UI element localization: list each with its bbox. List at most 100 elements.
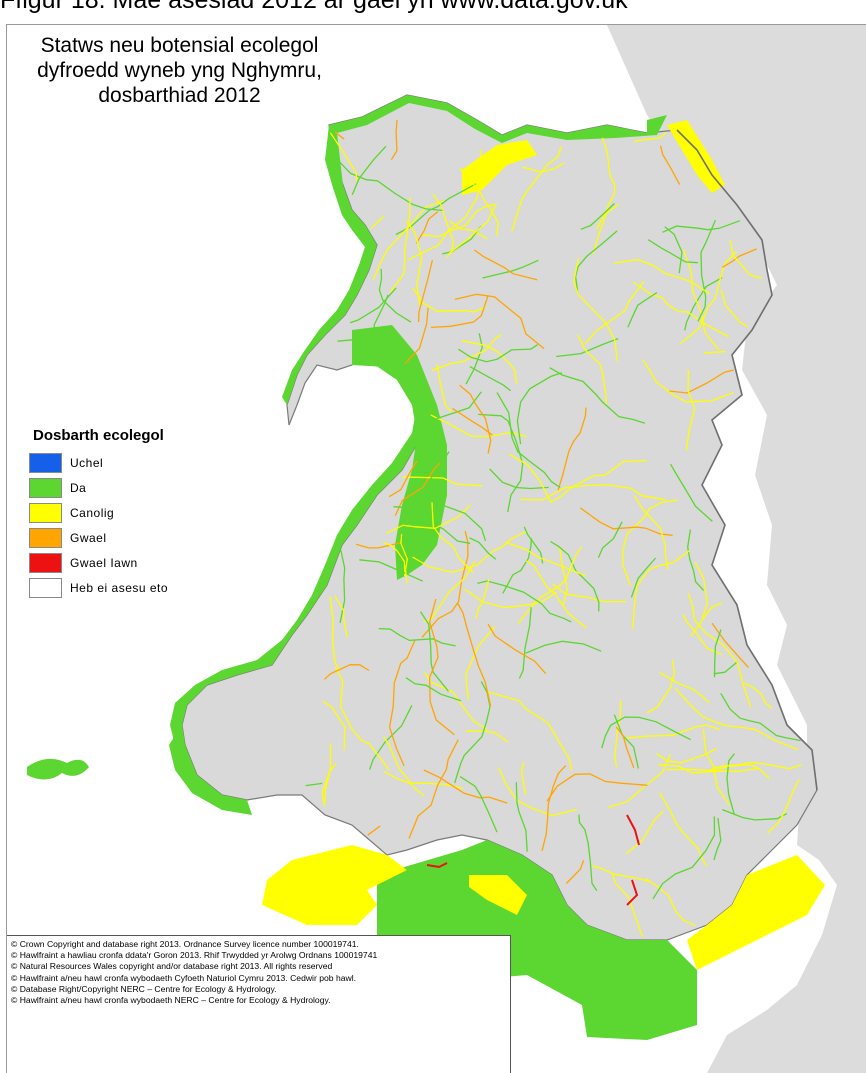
- river-segment: [614, 699, 622, 768]
- river-segment: [632, 550, 690, 629]
- river-segment: [541, 765, 567, 851]
- river-segment: [459, 384, 492, 454]
- river-segment: [642, 359, 734, 403]
- river-segment: [408, 149, 482, 260]
- river-segment: [430, 414, 527, 438]
- river-segment: [329, 132, 358, 182]
- river-segment: [426, 520, 471, 544]
- river-segment: [383, 542, 406, 577]
- river-segment: [682, 249, 720, 351]
- river-segment: [687, 593, 752, 708]
- river-segment: [722, 808, 788, 821]
- legend-swatch-gwael-iawn: [29, 552, 62, 573]
- river-segment: [487, 623, 547, 675]
- wales-land: [181, 94, 818, 941]
- river-segment: [690, 561, 708, 637]
- river-segment: [423, 769, 508, 804]
- river-segment: [334, 131, 345, 140]
- river-segment: [550, 460, 647, 503]
- river-segment: [711, 622, 749, 669]
- river-segment: [496, 392, 561, 489]
- river-segment: [611, 873, 644, 938]
- map-title-line-3: dosbarthiad 2012: [98, 84, 261, 107]
- river-segment: [459, 776, 498, 833]
- river-segment: [713, 661, 739, 675]
- sea-green-south: [377, 840, 697, 1040]
- river-segment: [720, 692, 801, 742]
- river-segment: [584, 281, 645, 345]
- coastal-water-pembroke: [169, 725, 252, 815]
- river-segment: [405, 220, 423, 307]
- river-segment: [461, 340, 518, 384]
- river-segment: [630, 557, 657, 598]
- river-segment: [464, 588, 558, 609]
- river-segment: [367, 825, 381, 836]
- river-segment: [477, 580, 572, 623]
- river-segment: [515, 782, 528, 852]
- river-segment: [682, 613, 722, 656]
- river-segment: [578, 814, 598, 892]
- river-segment: [613, 258, 711, 295]
- river-segment: [720, 289, 749, 328]
- legend-label-da: Da: [70, 480, 87, 495]
- river-segment: [322, 700, 346, 751]
- river-segment: [430, 295, 489, 329]
- river-segment: [324, 664, 370, 680]
- river-segment: [679, 251, 737, 345]
- river-segment: [428, 598, 455, 736]
- river-segment: [419, 611, 450, 692]
- legend-item-da: Da: [29, 475, 229, 500]
- river-segment: [767, 779, 800, 834]
- river-segment: [664, 226, 683, 274]
- river-segment: [436, 363, 452, 412]
- credit-line: © Hawlfraint a/neu hawl cronfa wybodaeth…: [11, 995, 331, 1006]
- legend-swatch-uchel: [29, 452, 62, 473]
- river-segment: [407, 451, 450, 519]
- river-segment: [669, 369, 734, 394]
- river-segment: [393, 504, 487, 541]
- yellow-water-dee: [667, 120, 725, 193]
- river-segment: [442, 226, 482, 255]
- legend-swatch-gwael: [29, 527, 62, 548]
- river-segment: [458, 344, 538, 363]
- legend-label-gwael: Gwael: [70, 530, 107, 545]
- river-segment: [511, 146, 563, 232]
- river-segment: [591, 865, 650, 883]
- map-title: Statws neu botensial ecolegol dyfroedd w…: [7, 33, 352, 108]
- river-segment: [592, 203, 620, 255]
- river-segment: [329, 596, 340, 670]
- river-segment: [417, 259, 434, 323]
- river-segment: [368, 705, 413, 770]
- estuary-water: [777, 860, 837, 925]
- river-segment: [334, 666, 390, 771]
- river-segment: [549, 367, 646, 424]
- river-segment: [469, 366, 511, 392]
- river-segment: [465, 333, 483, 385]
- river-segment: [449, 220, 488, 240]
- coastal-water-north: [329, 95, 667, 143]
- river-segment: [408, 739, 459, 839]
- river-segment: [486, 691, 573, 771]
- river-segment: [518, 607, 532, 679]
- river-segment: [505, 541, 586, 577]
- river-segment: [525, 640, 602, 654]
- river-segment: [726, 753, 736, 815]
- river-segment: [516, 372, 563, 445]
- river-segment: [386, 504, 471, 534]
- river-segment: [502, 538, 532, 594]
- river-segment: [579, 507, 673, 536]
- river-segment: [520, 484, 666, 501]
- legend-item-uchel: Uchel: [29, 450, 229, 475]
- legend-label-canolig: Canolig: [70, 505, 115, 520]
- credit-line: © Crown Copyright and database right 201…: [11, 939, 359, 949]
- map-figure: Statws neu botensial ecolegol dyfroedd w…: [6, 24, 866, 1073]
- river-segment: [415, 210, 439, 244]
- river-segment: [469, 537, 497, 560]
- river-segment: [349, 287, 397, 324]
- river-segment: [465, 730, 509, 743]
- river-segment: [321, 763, 337, 803]
- yellow-water-swansea: [469, 875, 527, 915]
- credit-line: © Natural Resources Wales copyright and/…: [11, 961, 333, 972]
- river-segment: [565, 860, 585, 884]
- river-segment: [634, 131, 667, 142]
